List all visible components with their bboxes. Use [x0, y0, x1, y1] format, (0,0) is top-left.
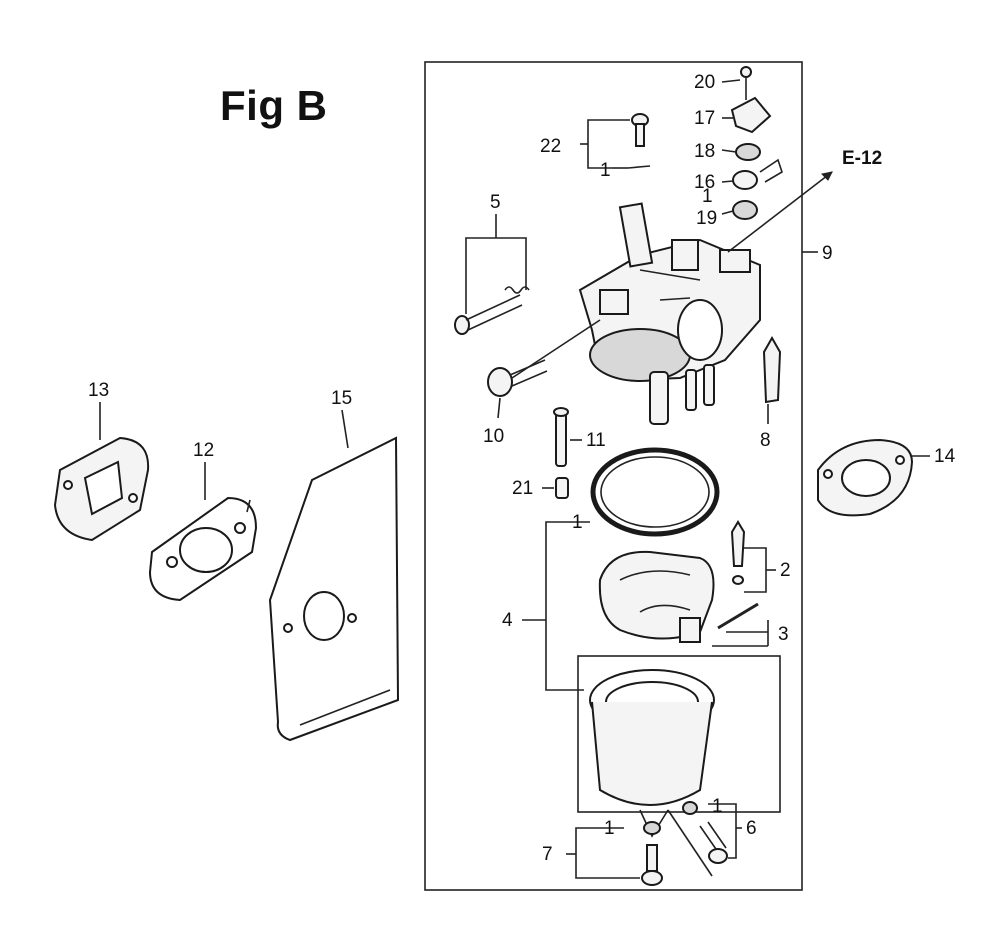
- callout-14: 14: [934, 446, 956, 467]
- callout-2: 2: [780, 560, 791, 581]
- callout-10: 10: [483, 426, 504, 447]
- reference-label-e12: E-12: [842, 148, 882, 169]
- part-13-gasket: [53, 436, 150, 542]
- part-8-float-valve: [762, 335, 782, 404]
- callout-17: 17: [694, 108, 715, 129]
- part-12-insulator: [148, 496, 258, 602]
- o-ring-inner: [600, 456, 710, 528]
- callout-20: 20: [694, 72, 715, 93]
- part-2-needle: [730, 520, 746, 585]
- callout-16: 16: [694, 172, 715, 193]
- assembly-frame: [424, 61, 803, 891]
- leader-lines: [99, 79, 930, 879]
- part-21-jet: [555, 477, 569, 499]
- callout-21: 21: [512, 478, 533, 499]
- o-ring: [590, 447, 720, 537]
- part-5-screw-spring: [454, 286, 530, 335]
- callout-9: 9: [822, 243, 833, 264]
- callout-12: 12: [193, 440, 214, 461]
- callout-1-bolt: 1: [604, 818, 615, 839]
- callout-1-top: 1: [702, 186, 713, 207]
- part-11-pin: [553, 407, 569, 467]
- callout-8: 8: [760, 430, 771, 451]
- carburetor-body: [578, 202, 761, 425]
- choke-parts-stack: [730, 66, 783, 220]
- callout-18: 18: [694, 141, 715, 162]
- callout-11: 11: [586, 430, 606, 451]
- callout-19: 19: [696, 208, 717, 229]
- callout-15: 15: [331, 388, 352, 409]
- callout-13: 13: [88, 380, 109, 401]
- callout-7: 7: [542, 844, 553, 865]
- callout-labels: 20 17 18 16 1 19 22 1 5 9 10 11 8 21 13 …: [88, 72, 956, 865]
- callout-5: 5: [490, 192, 501, 213]
- part-14-gasket: [817, 438, 914, 517]
- callout-1-drain: 1: [712, 796, 723, 817]
- float-chamber-box: [577, 655, 781, 813]
- float-chamber: [589, 669, 715, 838]
- part-7-bolt: [641, 821, 663, 886]
- part-10-screw: [487, 359, 548, 397]
- callout-1-oring: 1: [572, 512, 583, 533]
- callout-3: 3: [778, 624, 789, 645]
- part-15-plate: [268, 436, 400, 742]
- callout-22: 22: [540, 136, 561, 157]
- float: [598, 550, 715, 643]
- part-22-screw: [627, 113, 651, 169]
- figure-title: Fig B: [220, 82, 328, 129]
- callout-1-washer: 1: [600, 160, 611, 181]
- part-6-drain-screw: [682, 801, 728, 864]
- callout-4: 4: [502, 610, 513, 631]
- callout-6: 6: [746, 818, 757, 839]
- part-3-pin: [717, 602, 759, 630]
